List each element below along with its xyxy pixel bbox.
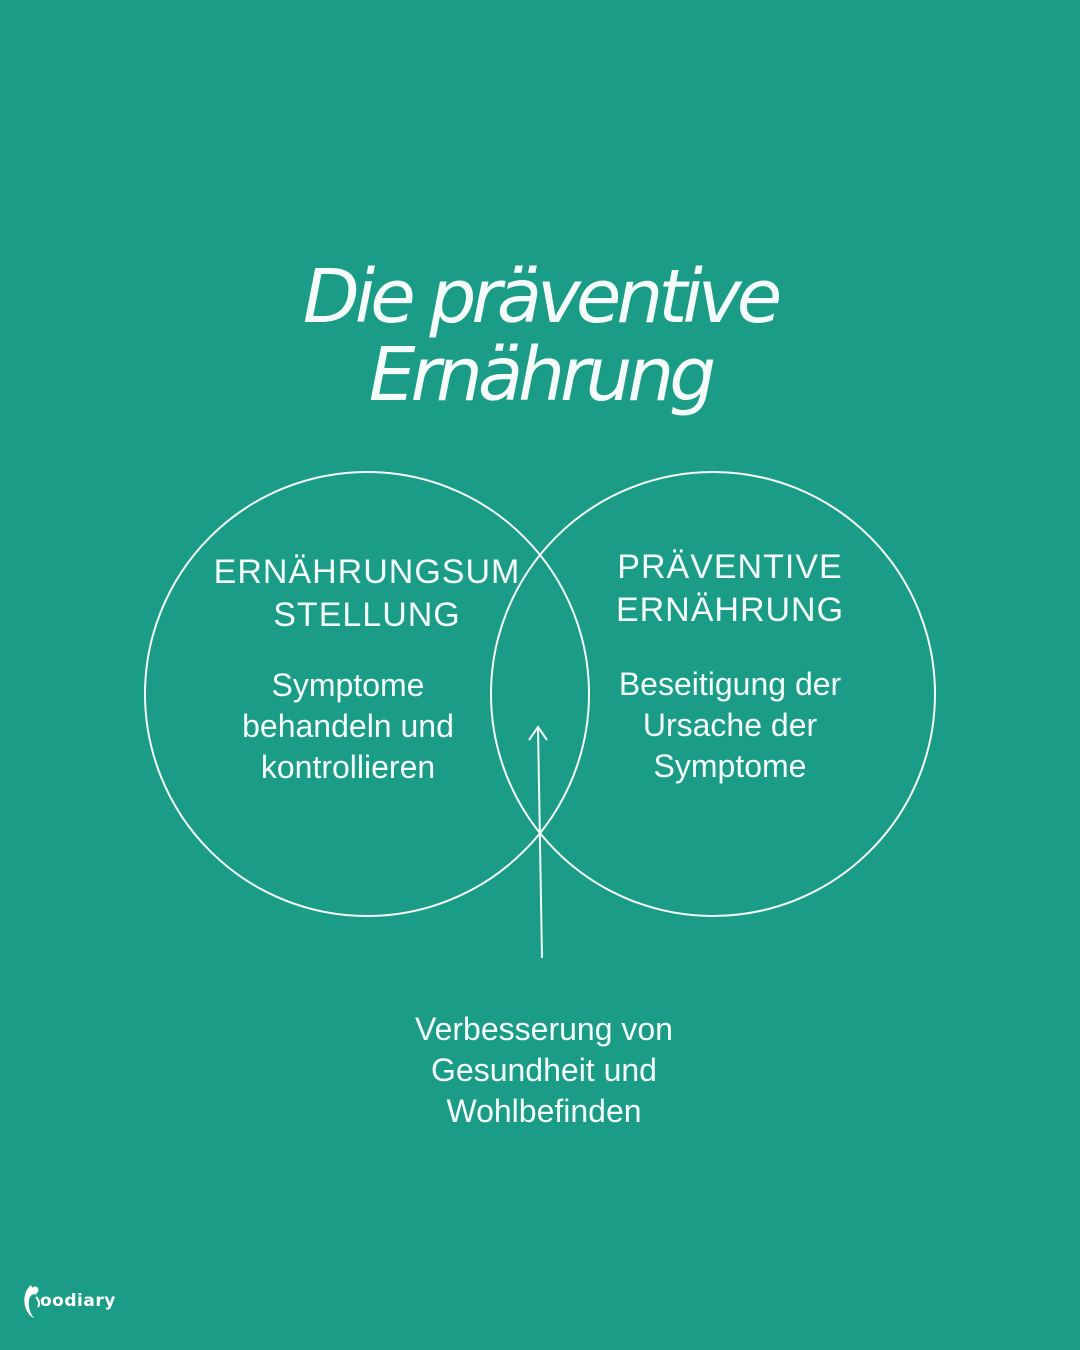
right-body-line-3: Symptome — [653, 748, 807, 784]
page-title: Die präventive Ernährung — [0, 258, 1080, 414]
right-body-line-2: Ursache der — [642, 707, 818, 743]
intersection-line-1: Verbesserung von — [415, 1011, 673, 1047]
brand-logo-text: oodiary — [40, 1291, 116, 1311]
right-heading-line-2: ERNÄHRUNG — [615, 591, 845, 629]
left-circle-body: Symptome behandeln und kontrollieren — [198, 665, 498, 788]
left-heading-line-2: STELLUNG — [273, 596, 461, 634]
right-circle — [490, 471, 936, 917]
right-circle-heading: PRÄVENTIVE ERNÄHRUNG — [580, 546, 880, 632]
left-circle-heading: ERNÄHRUNGSUM STELLUNG — [200, 551, 534, 637]
intersection-line-3: Wohlbefinden — [446, 1093, 642, 1129]
arrow-up-icon — [528, 725, 548, 959]
title-line-2: Ernährung — [368, 332, 717, 418]
left-circle — [144, 471, 590, 917]
title-line-1: Die präventive — [302, 254, 782, 340]
left-body-line-2: behandeln und — [242, 708, 454, 744]
intersection-line-2: Gesundheit und — [431, 1052, 657, 1088]
right-body-line-1: Beseitigung der — [618, 666, 842, 702]
intersection-label: Verbesserung von Gesundheit und Wohlbefi… — [374, 1009, 714, 1132]
left-body-line-1: Symptome — [271, 667, 425, 703]
left-heading-line-1: ERNÄHRUNGSUM — [213, 553, 521, 591]
left-body-line-3: kontrollieren — [260, 749, 436, 785]
right-circle-body: Beseitigung der Ursache der Symptome — [580, 664, 880, 787]
brand-logo: oodiary — [22, 1283, 116, 1319]
right-heading-line-1: PRÄVENTIVE — [617, 548, 843, 586]
brand-logo-icon — [24, 1285, 41, 1318]
